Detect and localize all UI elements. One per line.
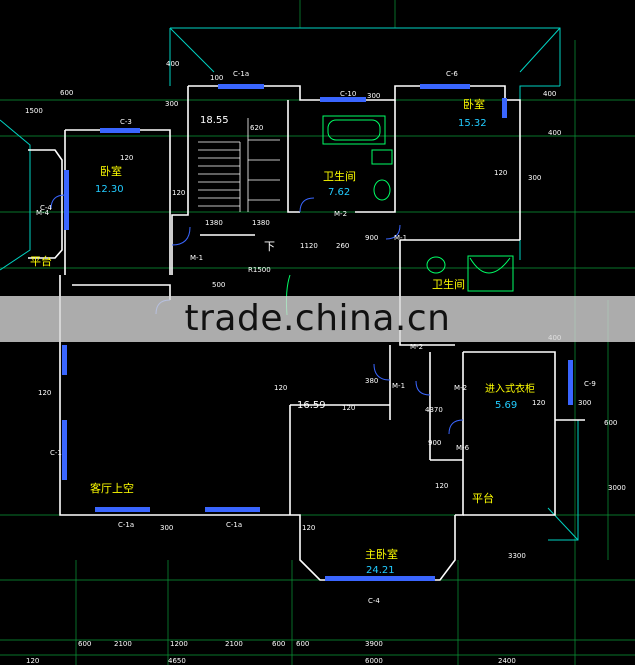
dim-middle: 1380: [252, 219, 270, 227]
watermark-banner: [0, 296, 635, 342]
window-tag: C-4: [368, 597, 380, 605]
room-area-closet: 5.69: [495, 400, 517, 411]
door-tag: M-1: [394, 234, 407, 242]
stair-treads: [198, 118, 280, 212]
dim-middle: 500: [212, 281, 225, 289]
dim-top: 400: [543, 90, 556, 98]
room-name-bath-e: 卫生间: [432, 277, 465, 291]
dim-middle: 3300: [508, 552, 526, 560]
room-area-stair: 18.55: [200, 115, 229, 126]
room-area-bedroom-ne: 15.32: [458, 118, 487, 129]
terrace-label-east: 平台: [472, 491, 494, 505]
dim-bottom: 600: [296, 640, 309, 648]
door-tags: M-1 M-2 M-1 M-2 M-1 M-2 M-6 M-4 R1500: [36, 209, 470, 452]
window-tag: C-9: [584, 380, 596, 388]
window-tag: C-3: [120, 118, 132, 126]
room-areas: 12.30 18.55 7.62 15.32 16.59 5.69 24.21: [95, 115, 517, 576]
room-name-closet: 进入式衣柜: [485, 382, 535, 395]
window-tags: C-1a C-3 C-6 C-10 C-9 C-1 C-1a C-1a C-4 …: [40, 70, 596, 605]
dim-middle: 120: [120, 154, 133, 162]
window-tag: C-1a: [118, 521, 134, 529]
dim-middle: 900: [365, 234, 378, 242]
dim-bottom: 3900: [365, 640, 383, 648]
dim-middle: 120: [172, 189, 185, 197]
dim-bottom: 2100: [114, 640, 132, 648]
dim-middle: 120: [274, 384, 287, 392]
watermark-text: trade.china.cn: [184, 298, 451, 339]
radius-label: R1500: [248, 266, 271, 274]
door-tag: M-6: [456, 444, 470, 452]
dim-middle: 120: [532, 399, 545, 407]
door-tag: M-1: [392, 382, 405, 390]
bath-fixtures: [285, 115, 514, 316]
room-area-master: 24.21: [366, 565, 395, 576]
window-tag: C-10: [340, 90, 356, 98]
dim-top: 400: [548, 129, 561, 137]
dim-top: 300: [367, 92, 380, 100]
dim-middle: 1380: [205, 219, 223, 227]
room-area-bath-n: 7.62: [328, 187, 350, 198]
window-tag: C-6: [446, 70, 458, 78]
stair-label: 下: [264, 240, 275, 253]
dim-top: 1500: [25, 107, 43, 115]
dim-middle: 120: [302, 524, 315, 532]
window-tag: C-1a: [226, 521, 242, 529]
dim-middle: 120: [435, 482, 448, 490]
dim-bottom-lower: 2400: [498, 657, 516, 665]
dim-middle: 620: [250, 124, 263, 132]
room-name-master: 主卧室: [365, 547, 398, 561]
dim-bottom: 600: [272, 640, 285, 648]
dim-middle: 120: [38, 389, 51, 397]
dim-middle: 900: [428, 439, 441, 447]
terrace-label-west: 平台: [30, 254, 52, 268]
window-tag: C-1a: [233, 70, 249, 78]
room-area-hall: 16.59: [297, 400, 326, 411]
door-tag: M-2: [410, 343, 423, 351]
room-area-bedroom-nw: 12.30: [95, 184, 124, 195]
room-name-bedroom-ne: 卧室: [463, 97, 485, 111]
dim-bottom-lower: 120: [26, 657, 39, 665]
dim-right: 300: [528, 174, 541, 182]
dim-middle: 1120: [300, 242, 318, 250]
room-name-living-void: 客厅上空: [90, 481, 134, 495]
room-labels: 卧室 卫生间 卧室 卫生间 进入式衣柜 客厅上空 主卧室 平台 平台 下: [30, 97, 535, 561]
door-tag: M-2: [334, 210, 347, 218]
dim-middle: 120: [494, 169, 507, 177]
dim-middle: 260: [336, 242, 349, 250]
roof-outline: [0, 27, 579, 541]
dim-top: 600: [60, 89, 73, 97]
dim-middle: 4370: [425, 406, 443, 414]
dim-top: 100: [210, 74, 223, 82]
dim-bottom-lower: 4650: [168, 657, 186, 665]
room-name-bedroom-nw: 卧室: [100, 164, 122, 178]
door-tag: M-4: [36, 209, 50, 217]
door-tag: M-2: [454, 384, 467, 392]
dim-right: 300: [578, 399, 591, 407]
dim-bottom: 1200: [170, 640, 188, 648]
window-tag: C-4: [40, 204, 52, 212]
dimension-labels: 600 2100 1200 2100 600 600 3900 120 4650…: [25, 60, 626, 665]
dim-right: 3000: [608, 484, 626, 492]
window-tag: C-1: [50, 449, 62, 457]
dim-bottom-lower: 6000: [365, 657, 383, 665]
door-tag: M-1: [190, 254, 203, 262]
dim-top: 300: [165, 100, 178, 108]
dim-middle: 300: [160, 524, 173, 532]
dim-middle: 120: [342, 404, 355, 412]
dim-right: 600: [604, 419, 617, 427]
windows: [62, 84, 573, 581]
room-name-bath-n: 卫生间: [323, 169, 356, 183]
dim-bottom: 2100: [225, 640, 243, 648]
dim-top: 400: [166, 60, 179, 68]
dim-bottom: 600: [78, 640, 91, 648]
dim-middle: 380: [365, 377, 378, 385]
